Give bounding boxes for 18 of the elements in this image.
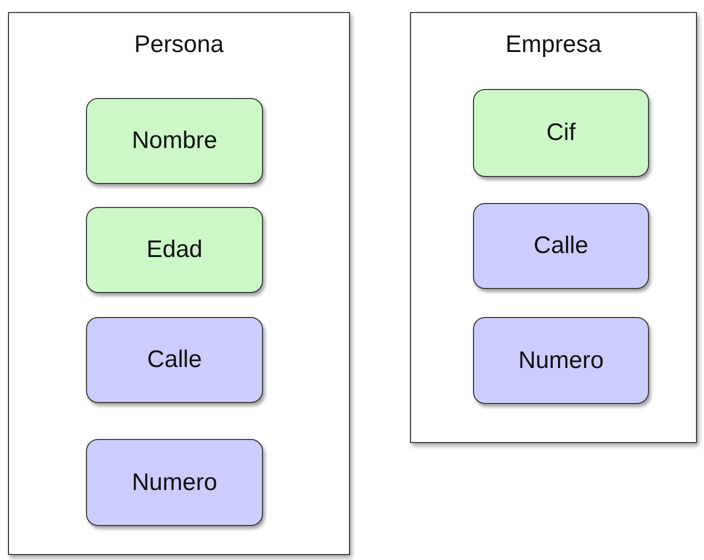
attribute-label: Numero <box>518 346 604 376</box>
attribute-box <box>473 203 649 289</box>
attribute-box <box>86 98 263 184</box>
attribute-label: Edad <box>146 235 203 265</box>
attribute-label: Numero <box>132 468 218 498</box>
attribute-box <box>473 89 649 177</box>
entity-title: Empresa <box>504 30 603 60</box>
attribute-label: Calle <box>534 231 588 261</box>
attribute-label: Nombre <box>132 126 218 156</box>
attribute-box <box>86 439 263 526</box>
attribute-label: Cif <box>546 118 576 148</box>
entity-title: Persona <box>133 30 225 60</box>
attribute-box <box>86 207 263 293</box>
attribute-label: Calle <box>147 345 202 375</box>
attribute-box <box>473 317 649 404</box>
entity-frame <box>410 12 697 443</box>
attribute-box <box>86 317 263 403</box>
entity-frame <box>8 12 350 555</box>
